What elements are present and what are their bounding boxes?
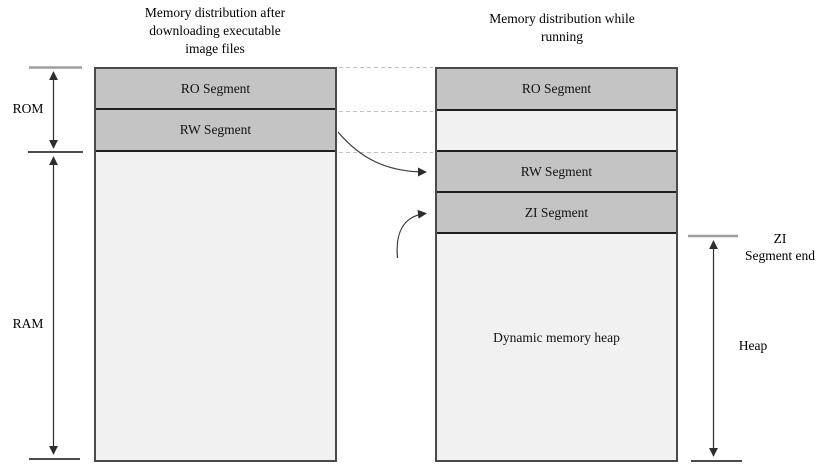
left-rw-segment-label: RW Segment: [179, 122, 252, 137]
right-title-line1: Memory distribution while: [489, 11, 635, 26]
right-rw-segment-label: RW Segment: [520, 163, 593, 179]
left-title-line1: Memory distribution after: [144, 5, 286, 20]
heap-label: Heap: [738, 338, 768, 353]
left-title-line3: image files: [185, 41, 245, 56]
left-ro-segment-label: RO Segment: [180, 80, 251, 96]
right-heap-area: Dynamic memory heap: [437, 234, 676, 460]
left-free-area: [96, 152, 335, 460]
left-column-title: Memory distribution after downloading ex…: [95, 4, 335, 58]
right-column-title: Memory distribution while running: [452, 10, 672, 46]
rw-relocation-arrow: [337, 131, 427, 177]
left-ro-segment: RO Segment: [96, 69, 335, 110]
zi-segment-end-label: ZI Segment end: [730, 230, 829, 264]
zi-segment-end-line2: Segment end: [744, 248, 816, 263]
right-ro-segment: RO Segment: [437, 69, 676, 111]
rom-label: ROM: [12, 101, 44, 116]
left-memory-column: RO Segment RW Segment: [94, 67, 337, 462]
right-zi-segment-label: ZI Segment: [524, 204, 589, 220]
zi-relocation-arrow: [396, 209, 427, 259]
right-heap-area-label: Dynamic memory heap: [493, 330, 620, 345]
right-title-line2: running: [541, 29, 583, 44]
right-free-gap: [437, 111, 676, 152]
right-zi-segment: ZI Segment: [437, 193, 676, 234]
ram-label: RAM: [12, 316, 44, 331]
zi-segment-end-line1: ZI: [773, 231, 787, 246]
right-ro-segment-label: RO Segment: [521, 81, 592, 96]
left-rw-segment: RW Segment: [96, 110, 335, 152]
right-rw-segment: RW Segment: [437, 152, 676, 193]
left-title-line2: downloading executable: [149, 23, 281, 38]
right-memory-column: RO Segment RW Segment ZI Segment Dynamic…: [435, 67, 678, 462]
